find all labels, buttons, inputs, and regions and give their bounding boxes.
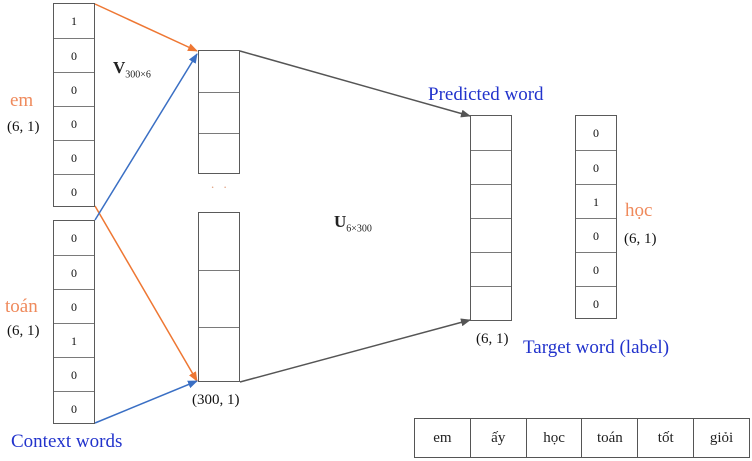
toan-dimension-label: (6, 1) xyxy=(7,323,40,339)
vector-cell xyxy=(471,184,511,219)
toan-to-hidden-top-arrow xyxy=(94,53,198,221)
toan-one-hot-vector: 0 0 0 1 0 0 xyxy=(53,220,95,424)
vector-cell: 0 xyxy=(71,230,77,245)
predicted-word-vector xyxy=(470,115,512,321)
vector-cell: 0 xyxy=(54,391,94,426)
vocabulary-cell: ấy xyxy=(469,419,526,457)
target-word-caption: Target word (label) xyxy=(523,337,670,358)
vector-cell: 0 xyxy=(54,106,94,141)
vocabulary-table: em ấy học toán tốt giỏi xyxy=(414,418,750,458)
vocabulary-cell: học xyxy=(525,419,582,457)
target-word-label: học xyxy=(625,200,653,221)
vector-cell: 0 xyxy=(54,140,94,175)
vocabulary-cell: tốt xyxy=(637,419,693,457)
hidden-layer-ellipsis: . . xyxy=(211,176,230,191)
em-one-hot-vector: 1 0 0 0 0 0 xyxy=(53,3,95,207)
em-dimension-label: (6, 1) xyxy=(7,119,40,135)
em-to-hidden-top-arrow xyxy=(94,3,198,52)
target-word-vector: 0 0 1 0 0 0 xyxy=(575,115,617,319)
vector-cell: 0 xyxy=(54,38,94,73)
vector-cell xyxy=(199,92,239,134)
vector-cell: 0 xyxy=(54,72,94,107)
vector-cell xyxy=(471,252,511,287)
vector-cell: 0 xyxy=(54,357,94,392)
target-dimension-label: (6, 1) xyxy=(624,231,657,247)
vector-cell: 0 xyxy=(54,289,94,324)
hidden-layer-top-segment xyxy=(198,50,240,174)
vector-cell: 0 xyxy=(576,286,616,321)
vector-cell: 0 xyxy=(576,252,616,287)
hidden-top-to-output-arrow xyxy=(239,50,471,118)
hidden-layer-bottom-segment xyxy=(198,212,240,382)
predicted-dimension-label: (6, 1) xyxy=(476,331,509,347)
vector-cell xyxy=(471,286,511,323)
vocabulary-cell: em xyxy=(433,429,452,446)
hidden-dimension-label: (300, 1) xyxy=(192,392,240,408)
vocabulary-cell: giỏi xyxy=(693,419,749,457)
vector-cell: 0 xyxy=(54,174,94,209)
vector-cell xyxy=(471,150,511,185)
vector-cell: 0 xyxy=(576,218,616,253)
toan-word-label: toán xyxy=(5,296,38,317)
context-words-label: Context words xyxy=(11,431,123,452)
vector-cell: 1 xyxy=(54,323,94,358)
em-word-label: em xyxy=(10,90,34,111)
vector-cell: 1 xyxy=(71,13,77,28)
vector-cell xyxy=(471,116,511,150)
predicted-word-label: Predicted word xyxy=(428,84,544,105)
vector-cell xyxy=(199,270,239,328)
vector-cell xyxy=(199,51,239,92)
em-to-hidden-bottom-arrow xyxy=(94,205,198,382)
vocabulary-cell: toán xyxy=(581,419,637,457)
vector-cell: 0 xyxy=(593,125,599,140)
vector-cell: 0 xyxy=(54,255,94,290)
vector-cell xyxy=(199,213,239,270)
vector-cell xyxy=(471,218,511,253)
vector-cell xyxy=(199,133,239,176)
vector-cell: 1 xyxy=(576,184,616,219)
toan-to-hidden-bottom-arrow xyxy=(94,380,198,424)
vector-cell xyxy=(199,327,239,384)
weight-matrix-u-label: U6×300 xyxy=(334,212,372,235)
weight-matrix-v-label: V300×6 xyxy=(113,58,151,81)
vector-cell: 0 xyxy=(576,150,616,185)
hidden-bottom-to-output-arrow xyxy=(239,318,471,383)
